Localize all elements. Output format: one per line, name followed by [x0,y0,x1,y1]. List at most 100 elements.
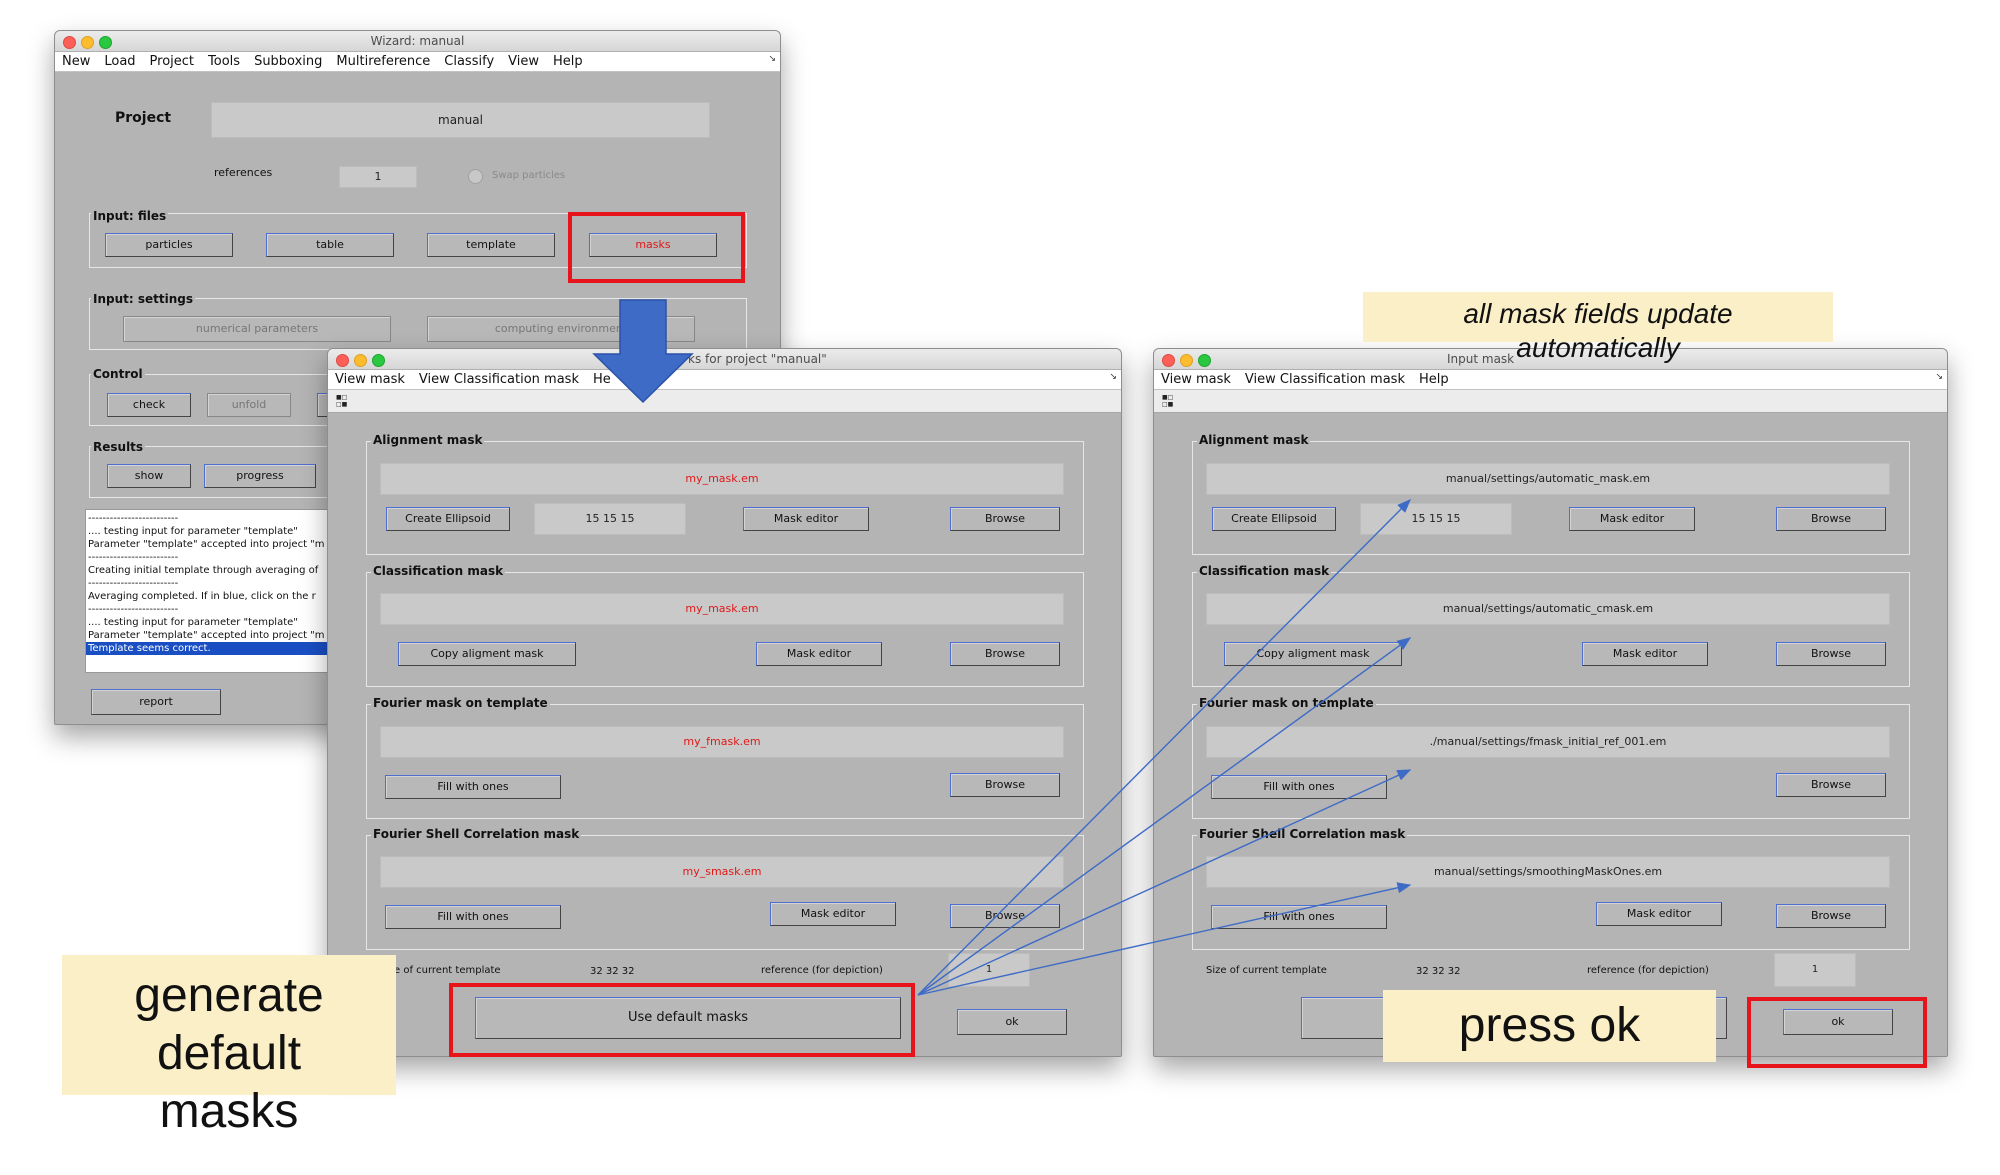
create-ellipsoid-button[interactable]: Create Ellipsoid [1212,507,1336,531]
menu-help[interactable]: He [592,372,611,387]
report-button[interactable]: report [91,689,221,715]
menu-view-mask[interactable]: View mask [335,372,405,387]
menu-view-mask[interactable]: View mask [1161,372,1231,387]
fsc-mask-field[interactable]: my_smask.em [380,856,1064,888]
menu-new[interactable]: New [62,54,91,69]
classification-label: Classification mask [371,564,506,578]
mask-right-title: Input mask [1447,352,1515,366]
alignment-mask-editor-button[interactable]: Mask editor [743,507,869,531]
input-files-label: Input: files [91,209,169,223]
classification-mask-field[interactable]: my_mask.em [380,593,1064,625]
progress-button[interactable]: progress [204,464,316,488]
wizard-title: Wizard: manual [370,34,465,48]
resize-corner-icon[interactable]: ↘ [768,54,776,64]
use-default-masks-button[interactable]: Use default masks [475,997,901,1039]
minimize-icon[interactable] [81,36,94,49]
reference-field[interactable]: 1 [948,953,1030,987]
fourier-fill-ones-button[interactable]: Fill with ones [1211,775,1387,799]
minimize-icon[interactable] [1180,354,1193,367]
menu-help[interactable]: Help [553,54,583,69]
ellipsoid-radius-field[interactable]: 15 15 15 [534,503,686,535]
wizard-titlebar: Wizard: manual [55,31,780,52]
fsc-fill-ones-button[interactable]: Fill with ones [1211,905,1387,929]
fourier-browse-button[interactable]: Browse [950,773,1060,797]
unfold-button[interactable]: unfold [207,393,291,417]
minimize-icon[interactable] [354,354,367,367]
fsc-mask-editor-button[interactable]: Mask editor [770,902,896,926]
alignment-mask-field[interactable]: manual/settings/automatic_mask.em [1206,463,1890,495]
classification-mask-field[interactable]: manual/settings/automatic_cmask.em [1206,593,1890,625]
fourier-browse-button[interactable]: Browse [1776,773,1886,797]
zoom-icon[interactable] [1198,354,1211,367]
menu-classify[interactable]: Classify [444,54,495,69]
fsc-browse-button[interactable]: Browse [1776,904,1886,928]
fsc-mask-group [366,835,1084,950]
classification-browse-button[interactable]: Browse [1776,642,1886,666]
note-generate-default-masks: generate default masks [62,955,396,1138]
menu-load[interactable]: Load [104,54,136,69]
fourier-mask-field[interactable]: ./manual/settings/fmask_initial_ref_001.… [1206,726,1890,758]
ok-button[interactable]: ok [1783,1009,1893,1035]
mask-toggle-icon[interactable]: ■□□■ [1162,394,1174,408]
template-size-value: 32 32 32 [590,966,635,977]
reference-field[interactable]: 1 [1774,953,1856,987]
close-icon[interactable] [1162,354,1175,367]
classification-group [366,572,1084,687]
alignment-mask-editor-button[interactable]: Mask editor [1569,507,1695,531]
menu-view[interactable]: View [508,54,539,69]
project-label: Project [115,110,172,126]
resize-corner-icon[interactable]: ↘ [1935,372,1943,382]
log-panel[interactable]: ------------------------- .... testing i… [85,509,367,673]
menu-multireference[interactable]: Multireference [336,54,431,69]
masks-button[interactable]: masks [589,233,717,257]
menu-view-classification-mask[interactable]: View Classification mask [1244,372,1405,387]
alignment-mask-field[interactable]: my_mask.em [380,463,1064,495]
check-button[interactable]: check [107,393,191,417]
note-update-automatically: all mask fields update automatically [1363,292,1833,363]
log-line: ------------------------- [88,604,179,615]
fsc-fill-ones-button[interactable]: Fill with ones [385,905,561,929]
resize-corner-icon[interactable]: ↘ [1109,372,1117,382]
zoom-icon[interactable] [99,36,112,49]
particles-button[interactable]: particles [105,233,233,257]
template-size-label: Size of current template [1206,965,1327,976]
create-ellipsoid-button[interactable]: Create Ellipsoid [386,507,510,531]
alignment-browse-button[interactable]: Browse [1776,507,1886,531]
alignment-browse-button[interactable]: Browse [950,507,1060,531]
menu-project[interactable]: Project [149,54,195,69]
classification-mask-editor-button[interactable]: Mask editor [756,642,882,666]
copy-alignment-mask-button[interactable]: Copy aligment mask [398,642,576,666]
log-line: .... testing input for parameter "templa… [88,526,298,537]
ellipsoid-radius-field[interactable]: 15 15 15 [1360,503,1512,535]
template-button[interactable]: template [427,233,555,257]
fourier-fill-ones-button[interactable]: Fill with ones [385,775,561,799]
menu-subboxing[interactable]: Subboxing [254,54,323,69]
swap-particles-radio[interactable] [468,169,483,184]
close-icon[interactable] [63,36,76,49]
control-label: Control [91,367,145,381]
show-button[interactable]: show [107,464,191,488]
menu-view-classification-mask[interactable]: View Classification mask [418,372,579,387]
mask-toggle-icon[interactable]: ■□□■ [336,394,348,408]
fsc-mask-editor-button[interactable]: Mask editor [1596,902,1722,926]
table-button[interactable]: table [266,233,394,257]
close-icon[interactable] [336,354,349,367]
menu-tools[interactable]: Tools [208,54,241,69]
classification-mask-editor-button[interactable]: Mask editor [1582,642,1708,666]
menu-help[interactable]: Help [1418,372,1449,387]
input-files-group [89,213,747,268]
fourier-mask-field[interactable]: my_fmask.em [380,726,1064,758]
note-press-ok-text: press ok [1458,999,1641,1052]
numerical-parameters-button[interactable]: numerical parameters [123,316,391,342]
alignment-label: Alignment mask [1197,433,1311,447]
fsc-mask-field[interactable]: manual/settings/smoothingMaskOnes.em [1206,856,1890,888]
copy-alignment-mask-button[interactable]: Copy aligment mask [1224,642,1402,666]
computing-environment-button[interactable]: computing environment [427,316,695,342]
zoom-icon[interactable] [372,354,385,367]
ok-button[interactable]: ok [957,1009,1067,1035]
classification-browse-button[interactable]: Browse [950,642,1060,666]
project-field[interactable]: manual [211,102,710,138]
fsc-browse-button[interactable]: Browse [950,904,1060,928]
ok-highlight [1747,997,1927,1068]
references-field[interactable]: 1 [339,166,417,188]
